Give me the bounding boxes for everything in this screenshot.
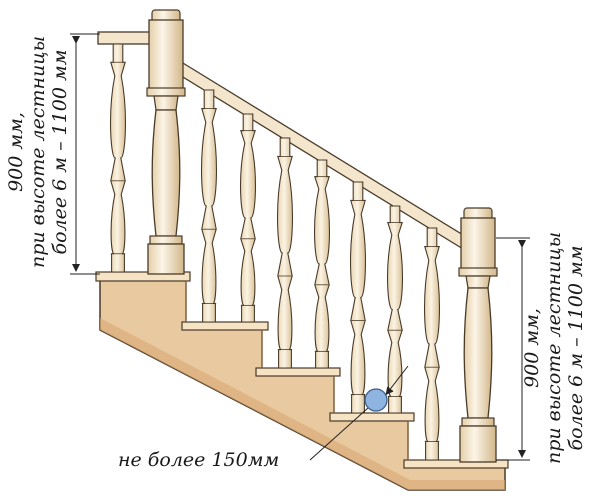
- svg-text:более 6 м – 1100 мм: более 6 м – 1100 мм: [49, 49, 71, 254]
- right-dim-line1: 900 мм,: [521, 308, 543, 388]
- baluster: [240, 113, 256, 323]
- balusters: [110, 43, 440, 461]
- gap-ball-icon: [364, 388, 388, 412]
- svg-text:при высоте лестницы: при высоте лестницы: [543, 232, 565, 464]
- newel-post-bottom: [458, 207, 498, 463]
- right-dim-line2: при высоте лестницы: [543, 232, 565, 464]
- left-dim-line1: 900 мм,: [5, 112, 27, 192]
- svg-text:при высоте лестницы: при высоте лестницы: [27, 36, 49, 268]
- baluster-shape: [110, 43, 126, 273]
- baluster: [277, 137, 293, 369]
- left-dim-line2: при высоте лестницы: [27, 36, 49, 268]
- baluster: [201, 89, 217, 323]
- baluster: [350, 181, 366, 414]
- svg-text:900 мм,: 900 мм,: [521, 308, 543, 388]
- left-dim-line3: более 6 м – 1100 мм: [49, 49, 71, 254]
- right-dimension: 900 мм, при высоте лестницы более 6 м – …: [496, 232, 587, 464]
- svg-text:900 мм,: 900 мм,: [5, 112, 27, 192]
- gap-arrow-line: [385, 365, 409, 396]
- baluster: [387, 205, 403, 414]
- baluster: [110, 43, 126, 273]
- staircase: [95, 271, 509, 491]
- baluster-shape: [240, 113, 256, 323]
- newel-post-top: [146, 9, 186, 275]
- top-handrail: [97, 31, 153, 45]
- baluster: [424, 227, 440, 461]
- tread-1: [95, 271, 191, 282]
- baluster-shape: [387, 205, 403, 414]
- tread-3: [255, 367, 341, 377]
- baluster-shape: [424, 227, 440, 461]
- baluster-shape: [277, 137, 293, 369]
- gap-note-label: не более 150мм: [118, 449, 279, 471]
- left-dimension: 900 мм, при высоте лестницы более 6 м – …: [5, 33, 100, 275]
- right-dim-line3: более 6 м – 1100 мм: [565, 245, 587, 450]
- baluster-shape: [350, 181, 366, 414]
- tread-5: [403, 459, 509, 469]
- svg-text:более 6 м – 1100 мм: более 6 м – 1100 мм: [565, 245, 587, 450]
- baluster: [314, 159, 330, 369]
- gap-pointer-line: [309, 407, 369, 461]
- baluster-shape: [201, 89, 217, 323]
- baluster-shape: [314, 159, 330, 369]
- tread-2: [181, 321, 269, 331]
- tread-4: [329, 412, 415, 422]
